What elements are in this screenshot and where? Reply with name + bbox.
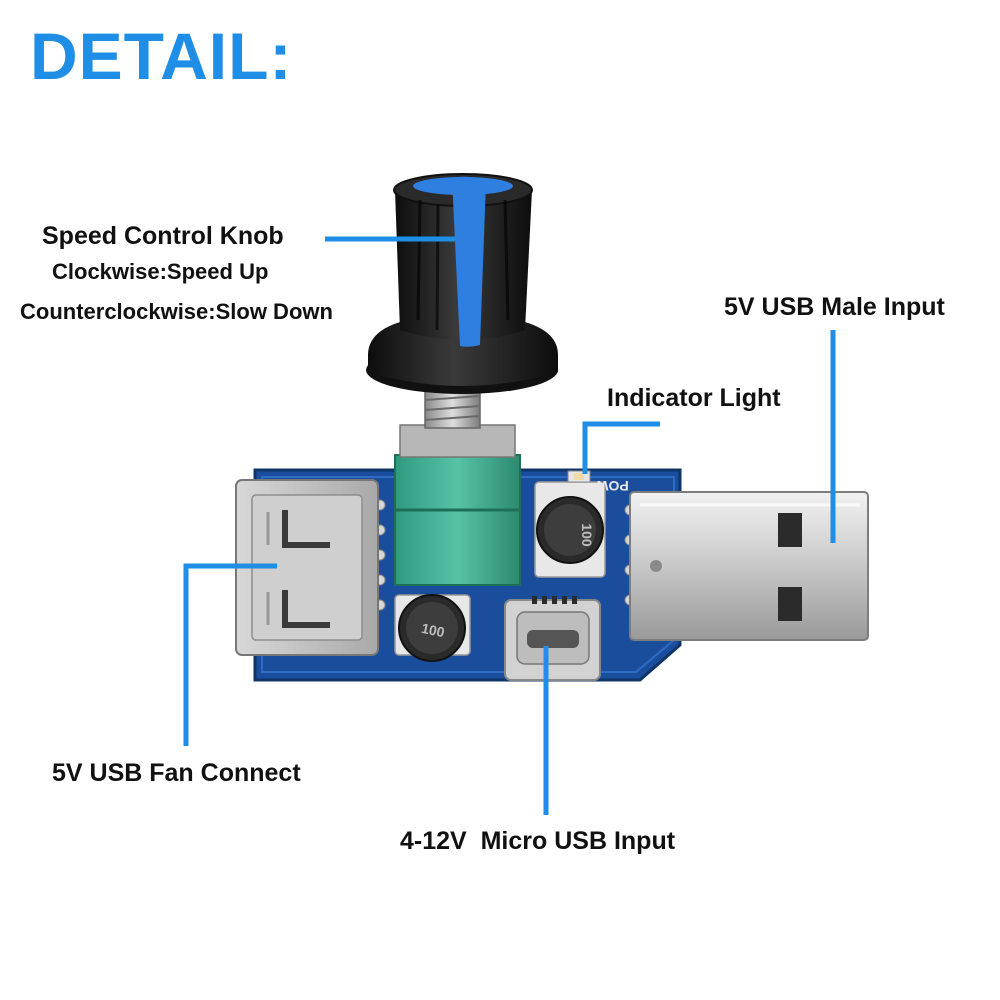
inductor-1-marking: 100: [579, 523, 595, 547]
inductor-2-marking: 100: [420, 620, 446, 641]
speed-control-knob: [366, 173, 558, 394]
potentiometer: [394, 424, 521, 586]
usb-female-port: [235, 479, 379, 656]
inductor-2: [394, 594, 471, 662]
callout-line-indicator: [582, 421, 660, 474]
page-title: DETAIL:: [30, 19, 293, 93]
indicator-led: [567, 470, 591, 483]
label-usb-male-input: 5V USB Male Input: [724, 293, 945, 321]
label-usb-fan-connect: 5V USB Fan Connect: [52, 759, 301, 787]
micro-usb-port: [504, 596, 601, 681]
usb-male-plug: [629, 491, 869, 641]
pcb-silkscreen: POW: [594, 478, 628, 494]
label-speed-control-knob: Speed Control Knob: [42, 222, 284, 250]
label-micro-usb-input: 4-12V Micro USB Input: [400, 827, 676, 855]
label-counterclockwise: Counterclockwise:Slow Down: [20, 299, 333, 324]
label-indicator-light: Indicator Light: [607, 384, 781, 412]
label-clockwise: Clockwise:Speed Up: [52, 259, 269, 284]
callout-lines: [183, 236, 836, 815]
callout-line-fan: [183, 563, 277, 746]
inductor-1: [534, 481, 606, 578]
